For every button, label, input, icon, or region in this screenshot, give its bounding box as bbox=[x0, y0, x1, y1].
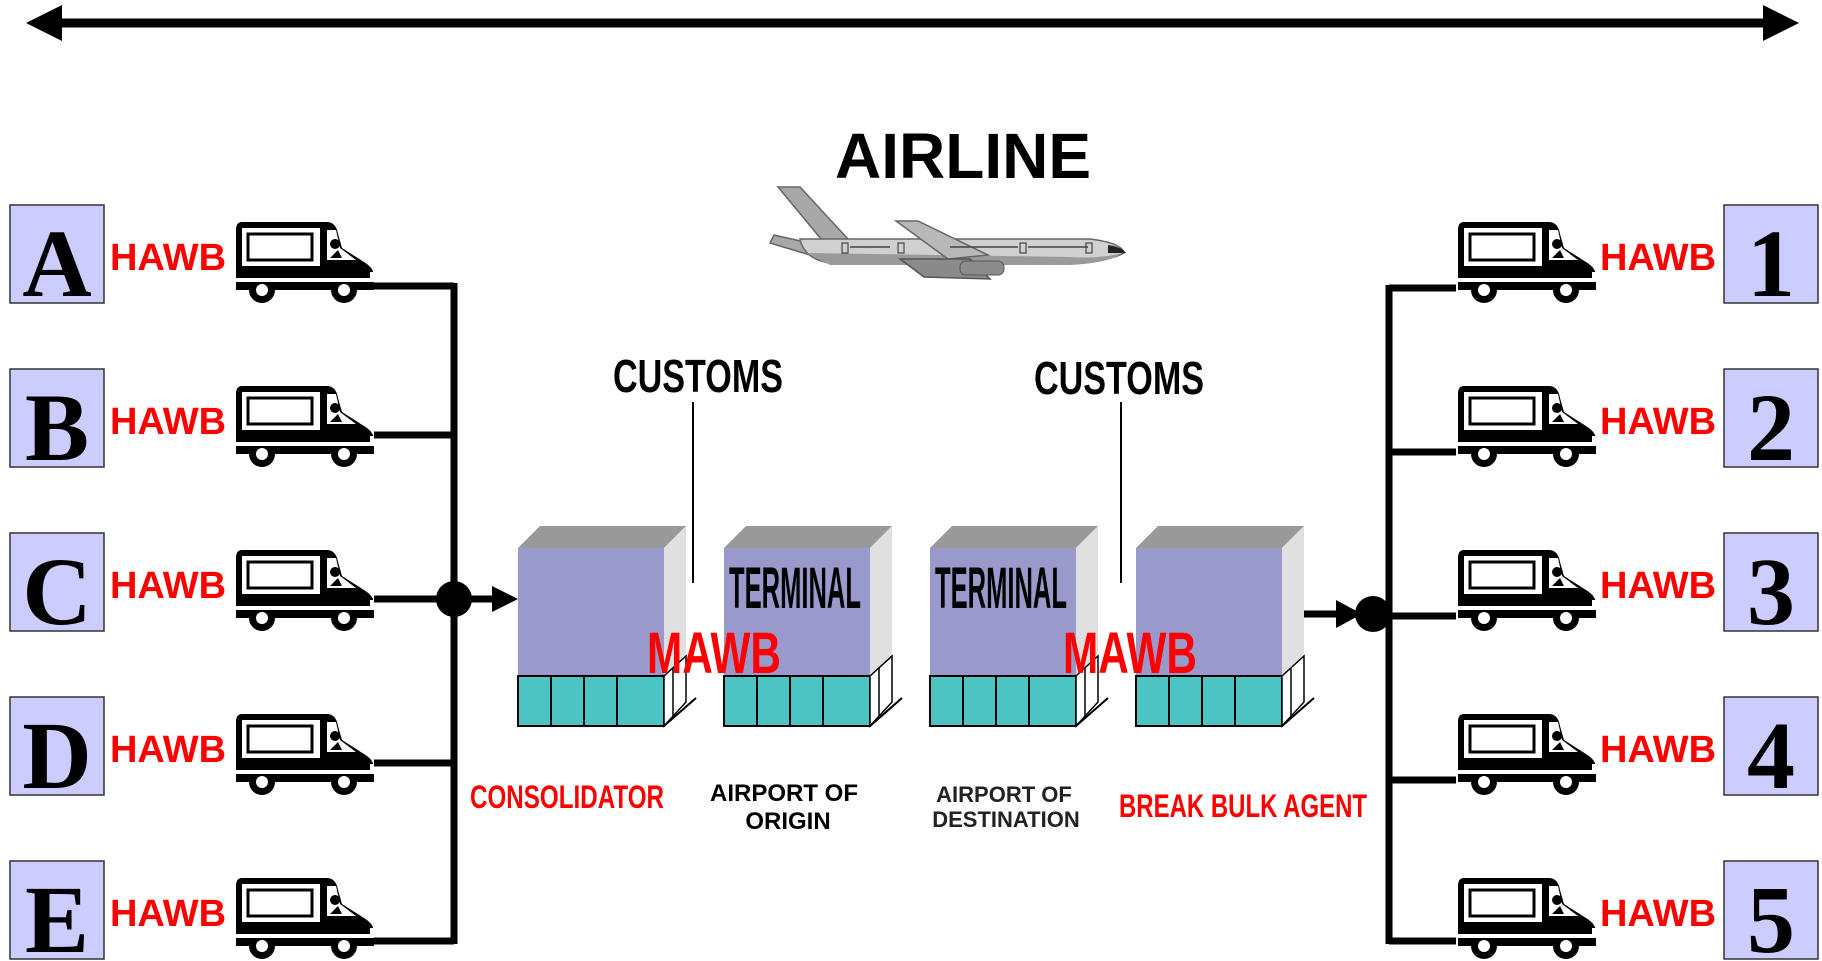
airport-origin-line1: AIRPORT OF bbox=[710, 780, 858, 807]
consignee-doc-label: HAWB bbox=[1600, 401, 1716, 443]
consignee-box bbox=[1723, 860, 1819, 960]
shipper-row: B HAWB bbox=[9, 368, 378, 481]
airline-span-arrow bbox=[26, 5, 1799, 41]
airline-title: AIRLINE bbox=[835, 120, 1091, 192]
shipper-doc-label: HAWB bbox=[110, 893, 226, 935]
consignee-box bbox=[1723, 204, 1819, 304]
mawb-left-label: MAWB bbox=[647, 621, 781, 686]
consignee-doc-label: HAWB bbox=[1600, 893, 1716, 935]
airplane-icon bbox=[768, 186, 1126, 280]
airport-dest-line2: DESTINATION bbox=[932, 807, 1079, 832]
consignee-box bbox=[1723, 368, 1819, 468]
delivery-van-icon bbox=[234, 548, 378, 633]
shipper-doc-label: HAWB bbox=[110, 237, 226, 279]
delivery-van-icon bbox=[1456, 548, 1600, 633]
terminal-right-label: TERMINAL bbox=[935, 556, 1067, 621]
shipper-row: E HAWB bbox=[9, 860, 378, 961]
shipper-doc-label: HAWB bbox=[110, 401, 226, 443]
consignee-doc-label: HAWB bbox=[1600, 237, 1716, 279]
shipper-doc-label: HAWB bbox=[110, 565, 226, 607]
delivery-van-icon bbox=[1456, 220, 1600, 305]
shipper-letter: C bbox=[22, 538, 91, 645]
consignee-number: 5 bbox=[1747, 866, 1795, 961]
consignee-doc-label: HAWB bbox=[1600, 565, 1716, 607]
break-bulk-label: BREAK BULK AGENT bbox=[1119, 788, 1367, 824]
delivery-van-icon bbox=[234, 384, 378, 469]
shipper-row: C HAWB bbox=[9, 532, 378, 645]
shipper-row: A HAWB bbox=[9, 204, 378, 317]
consignee-row: HAWB 2 bbox=[1456, 368, 1819, 481]
delivery-van-icon bbox=[1456, 876, 1600, 961]
shipper-box bbox=[9, 860, 105, 960]
airport-dest-line1: AIRPORT OF bbox=[936, 782, 1072, 807]
left-collector-lines bbox=[374, 282, 498, 945]
right-arrowhead bbox=[1336, 600, 1362, 628]
consignee-box bbox=[1723, 696, 1819, 796]
consignee-number: 4 bbox=[1747, 702, 1795, 809]
consignee-number: 2 bbox=[1747, 374, 1795, 481]
consolidator-label: CONSOLIDATOR bbox=[470, 779, 664, 815]
delivery-van-icon bbox=[234, 220, 378, 305]
consignee-box bbox=[1723, 532, 1819, 632]
consignee-number: 1 bbox=[1747, 210, 1795, 317]
shipper-letter: D bbox=[22, 702, 91, 809]
shipper-row: D HAWB bbox=[9, 696, 378, 809]
delivery-van-icon bbox=[1456, 384, 1600, 469]
shipper-box bbox=[9, 696, 105, 796]
shipper-box bbox=[9, 204, 105, 304]
terminal-left-label: TERMINAL bbox=[729, 556, 861, 621]
shipper-letter: A bbox=[22, 210, 91, 317]
mawb-right-label: MAWB bbox=[1063, 621, 1197, 686]
right-junction-dot bbox=[1355, 596, 1391, 632]
shipper-doc-label: HAWB bbox=[110, 729, 226, 771]
consignee-row: HAWB 5 bbox=[1456, 860, 1819, 961]
delivery-van-icon bbox=[1456, 712, 1600, 797]
consignee-row: HAWB 1 bbox=[1456, 204, 1819, 317]
shipper-box bbox=[9, 532, 105, 632]
left-junction-dot bbox=[436, 581, 472, 617]
consignee-row: HAWB 3 bbox=[1456, 532, 1819, 645]
consignee-doc-label: HAWB bbox=[1600, 729, 1716, 771]
left-arrowhead bbox=[492, 586, 518, 612]
customs-right-label: CUSTOMS bbox=[1034, 352, 1204, 404]
consignee-row: HAWB 4 bbox=[1456, 696, 1819, 809]
shipper-letter: B bbox=[25, 374, 89, 481]
delivery-van-icon bbox=[234, 712, 378, 797]
shipper-box bbox=[9, 368, 105, 468]
shipper-letter: E bbox=[25, 866, 89, 961]
airport-origin-line2: ORIGIN bbox=[745, 808, 830, 835]
customs-left-label: CUSTOMS bbox=[613, 350, 783, 402]
delivery-van-icon bbox=[234, 876, 378, 961]
consignee-number: 3 bbox=[1747, 538, 1795, 645]
